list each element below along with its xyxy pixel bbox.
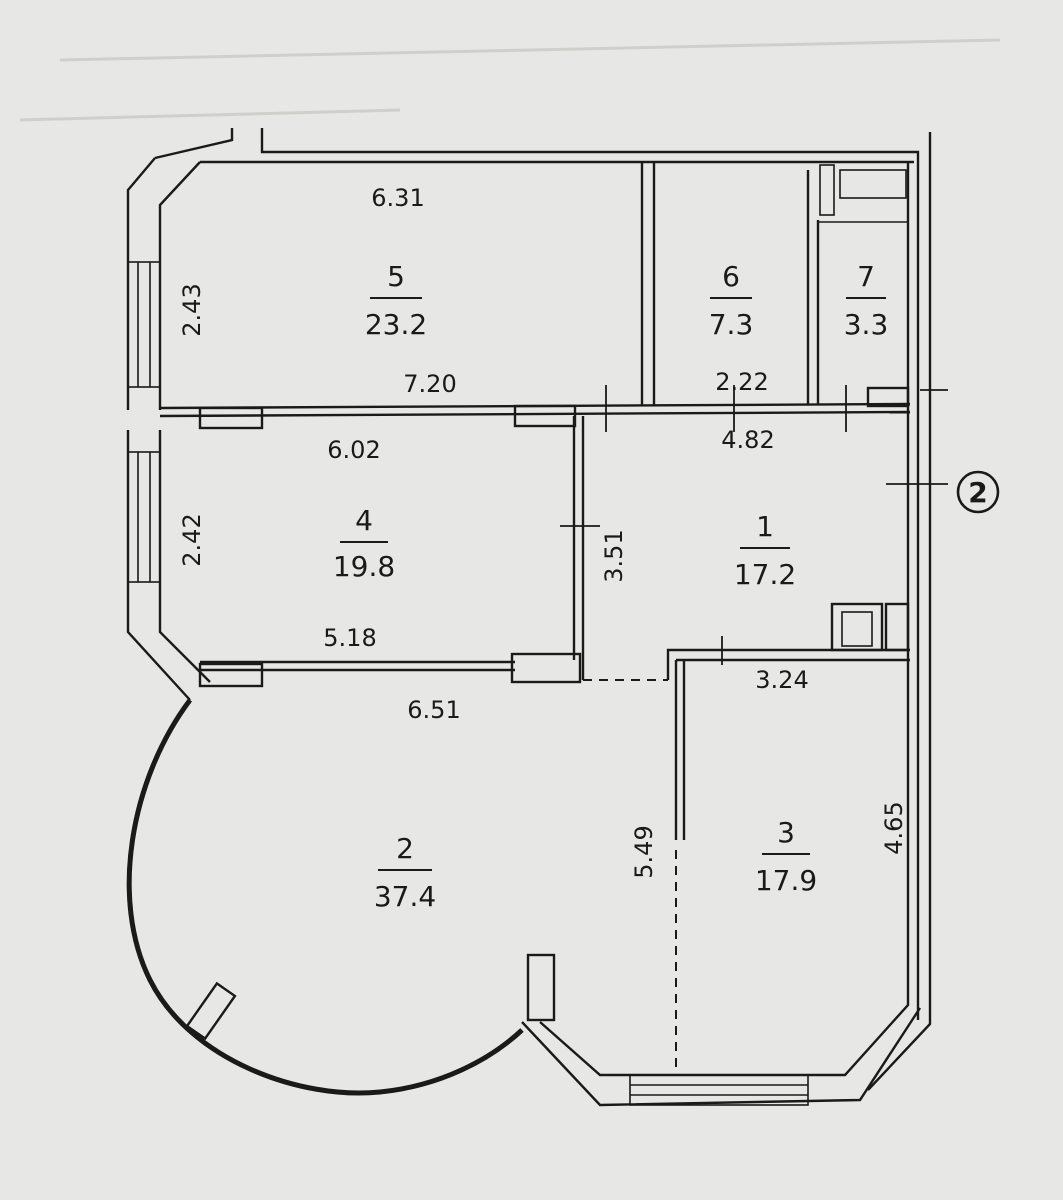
svg-text:23.2: 23.2 [365, 308, 427, 341]
axis-marker: 2 [956, 470, 1000, 514]
room-1-label: 1 17.2 [734, 510, 796, 591]
dim-room5-top: 6.31 [371, 184, 424, 212]
svg-text:5: 5 [387, 260, 405, 293]
dim-room2-top: 6.51 [407, 696, 460, 724]
svg-text:17.2: 17.2 [734, 558, 796, 591]
dim-room4-left: 2.42 [178, 513, 206, 566]
background-noise [19, 38, 1001, 122]
dimension-ticks [560, 385, 948, 665]
room-4-label: 4 19.8 [333, 504, 395, 583]
radiator [185, 981, 237, 1041]
svg-text:37.4: 37.4 [374, 880, 436, 913]
interior-walls [159, 162, 911, 1075]
svg-text:7.3: 7.3 [709, 308, 754, 341]
bay-window-arc [126, 698, 524, 1096]
dim-room2-right: 5.49 [630, 825, 658, 878]
svg-text:1: 1 [756, 510, 774, 543]
svg-text:17.9: 17.9 [755, 864, 817, 897]
room-7-label: 7 3.3 [844, 260, 889, 341]
dim-room4-bottom: 5.18 [323, 624, 376, 652]
svg-text:6: 6 [722, 260, 740, 293]
dim-room4-top: 6.02 [327, 436, 380, 464]
svg-text:3: 3 [777, 816, 795, 849]
dim-room3-right: 4.65 [880, 801, 908, 854]
svg-text:4: 4 [355, 504, 373, 537]
dimensions: 6.31 2.43 7.20 2.22 4.82 6.02 2.42 3.51 … [178, 184, 908, 879]
svg-text:19.8: 19.8 [333, 550, 395, 583]
dim-room3-top: 3.24 [755, 666, 808, 694]
dim-room5-bottom: 7.20 [403, 370, 456, 398]
dim-room5-left: 2.43 [178, 283, 206, 336]
dim-room1-top: 4.82 [721, 426, 774, 454]
dim-room4-right: 3.51 [600, 529, 628, 582]
dim-room6-bottom: 2.22 [715, 368, 768, 396]
room-6-label: 6 7.3 [709, 260, 754, 341]
room-2-label: 2 37.4 [374, 832, 436, 913]
svg-text:2: 2 [396, 832, 414, 865]
room-5-label: 5 23.2 [365, 260, 427, 341]
room-3-label: 3 17.9 [755, 816, 817, 897]
svg-text:7: 7 [857, 260, 875, 293]
svg-text:2: 2 [968, 476, 987, 509]
windows [127, 261, 809, 1106]
svg-text:3.3: 3.3 [844, 308, 889, 341]
